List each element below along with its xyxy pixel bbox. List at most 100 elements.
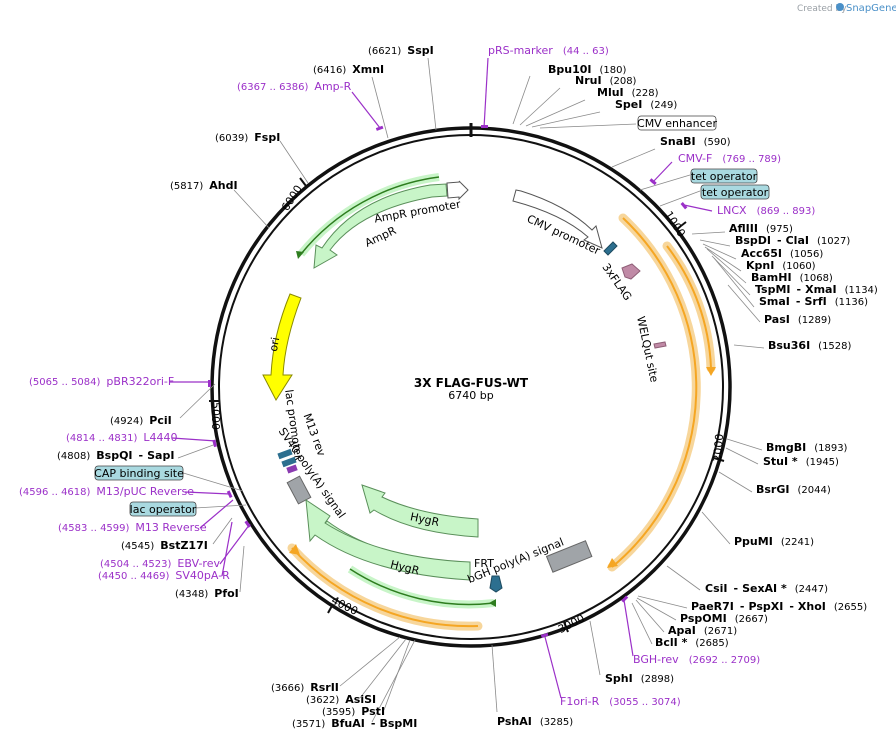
primer-m13-puc-reverse[interactable]: (4596 .. 4618)M13/pUC Reverse bbox=[19, 485, 194, 498]
primer-name: LNCX bbox=[717, 204, 747, 217]
frt-label[interactable]: FRT bbox=[474, 557, 494, 570]
site-spe-i[interactable]: SpeI(249) bbox=[615, 98, 677, 111]
primer-f1ori-r[interactable]: F1ori-R(3055 .. 3074) bbox=[560, 695, 681, 708]
primer-cmv-f[interactable]: CMV-F(769 .. 789) bbox=[678, 152, 781, 165]
lac-operator-marker[interactable] bbox=[277, 448, 293, 460]
primer-prs-marker[interactable]: pRS-marker(44 .. 63) bbox=[488, 44, 609, 57]
site-fsp-i[interactable]: (6039)FspI bbox=[215, 131, 280, 144]
orf-arc-2-arrowhead bbox=[706, 367, 716, 376]
site-bpu10-i[interactable]: Bpu10I(180) bbox=[548, 63, 626, 76]
primer-pbr322ori-f[interactable]: (5065 .. 5084)pBR322ori-F bbox=[29, 375, 174, 388]
enzyme-name: PaeR7I bbox=[691, 600, 734, 613]
ori-label[interactable]: ori bbox=[267, 336, 282, 352]
site-ssp-i[interactable]: (6621)SspI bbox=[368, 44, 434, 57]
primer-position: (869 .. 893) bbox=[757, 206, 816, 217]
site-ahd-i[interactable]: (5817)AhdI bbox=[170, 179, 238, 192]
site-bsu36-i[interactable]: Bsu36I(1528) bbox=[768, 339, 852, 352]
site-csi-i[interactable]: CsiI-SexAI *(2447) bbox=[705, 582, 828, 595]
site-bmgb-i[interactable]: BmgBI(1893) bbox=[766, 441, 848, 454]
cmv-promoter-feature[interactable] bbox=[512, 189, 603, 249]
site-stu-i[interactable]: StuI *(1945) bbox=[763, 455, 839, 468]
site-psha-i[interactable]: PshAI(3285) bbox=[497, 715, 573, 728]
primer-name: SV40pA-R bbox=[175, 569, 230, 582]
site-pci-i[interactable]: (4924)PciI bbox=[110, 414, 172, 427]
ampr-label[interactable]: AmpR bbox=[363, 224, 399, 250]
ori-feature[interactable] bbox=[262, 293, 302, 401]
hygr-feature-2[interactable] bbox=[361, 484, 479, 538]
enzyme-separator: - bbox=[740, 600, 745, 613]
welqut-site-feature[interactable] bbox=[653, 341, 667, 349]
primer-amp-r[interactable]: (6367 .. 6386)Amp-R bbox=[237, 80, 352, 93]
site-apa-i[interactable]: ApaI(2671) bbox=[668, 624, 737, 637]
site-sph-i[interactable]: SphI(2898) bbox=[605, 672, 674, 685]
site-position: (1136) bbox=[835, 297, 868, 308]
site-bfua-i[interactable]: (3571)BfuAI-BspMI bbox=[292, 717, 417, 730]
primer-l4440[interactable]: (4814 .. 4831)L4440 bbox=[66, 431, 178, 444]
primer-sv40pa-r[interactable]: (4450 .. 4469)SV40pA-R bbox=[98, 569, 230, 582]
site-position: (4924) bbox=[110, 416, 143, 427]
frt-feature[interactable] bbox=[489, 575, 503, 593]
site-pst-i[interactable]: (3595)PstI bbox=[322, 705, 385, 718]
site-tspm-i[interactable]: TspMI-XmaI(1134) bbox=[755, 283, 878, 296]
ampr-orf-arrowhead bbox=[296, 251, 304, 259]
primer-name: Amp-R bbox=[314, 80, 351, 93]
site-sma-i[interactable]: SmaI-SrfI(1136) bbox=[759, 295, 868, 308]
tet-operator-1-box[interactable]: tet operator bbox=[690, 168, 758, 184]
tick-label-2000: 2000 bbox=[711, 433, 726, 462]
lac-operator-box[interactable]: lac operator bbox=[129, 501, 197, 517]
hygr-1-label[interactable]: HygR bbox=[409, 510, 441, 529]
primer-position: (769 .. 789) bbox=[722, 154, 781, 165]
cap-binding-site-box[interactable]: CAP binding site bbox=[94, 465, 184, 481]
site-bspd-i[interactable]: BspDI-ClaI(1027) bbox=[735, 234, 850, 247]
welqut-site-label[interactable]: WELQut site bbox=[634, 315, 661, 384]
orf-arc-1-arrowhead bbox=[607, 558, 618, 568]
primer-lncx[interactable]: LNCX (869 .. 893) bbox=[717, 204, 815, 217]
site-pfo-i[interactable]: (4348)PfoI bbox=[175, 587, 239, 600]
primer-name: pRS-marker bbox=[488, 44, 553, 57]
site-position: (2685) bbox=[695, 638, 728, 649]
site-paer7-i[interactable]: PaeR7I-PspXI-XhoI(2655) bbox=[691, 600, 867, 613]
tet-operator-2-box[interactable]: tet operator bbox=[700, 184, 770, 200]
enzyme-name: ClaI bbox=[786, 234, 809, 247]
primer-ebv-rev[interactable]: (4504 .. 4523)EBV-rev bbox=[100, 557, 220, 570]
cap-site-marker[interactable] bbox=[281, 456, 297, 468]
site-kpn-i[interactable]: KpnI(1060) bbox=[746, 259, 816, 272]
hygr-feature[interactable] bbox=[305, 498, 471, 581]
site-position: (180) bbox=[600, 65, 627, 76]
enzyme-name: SmaI bbox=[759, 295, 790, 308]
site-afl-iii[interactable]: AflIII(975) bbox=[729, 222, 793, 235]
primer-bgh-rev[interactable]: BGH-rev(2692 .. 2709) bbox=[633, 653, 760, 666]
enzyme-name: XhoI bbox=[798, 600, 826, 613]
site-bstz17-i[interactable]: (4545)BstZ17I bbox=[121, 539, 208, 552]
site-mlu-i[interactable]: MluI(228) bbox=[597, 86, 659, 99]
enzyme-name: KpnI bbox=[746, 259, 774, 272]
site-xmn-i[interactable]: (6416)XmnI bbox=[313, 63, 384, 76]
site-bsrg-i[interactable]: BsrGI(2044) bbox=[756, 483, 831, 496]
site-pas-i[interactable]: PasI(1289) bbox=[764, 313, 831, 326]
cmv-enhancer-box[interactable]: CMV enhancer bbox=[637, 115, 717, 131]
site-bspq-i[interactable]: (4808)BspQI-SapI bbox=[57, 449, 174, 462]
ampr-feature[interactable] bbox=[313, 183, 448, 269]
3xflag-feature[interactable] bbox=[621, 263, 641, 280]
tet-operator-2-box-frame bbox=[700, 184, 770, 200]
site-acc65-i[interactable]: Acc65I(1056) bbox=[741, 247, 823, 260]
enzyme-name: BclI * bbox=[655, 636, 688, 649]
m13-rev-marker[interactable] bbox=[286, 464, 298, 474]
site-bcl-i[interactable]: BclI * (2685) bbox=[655, 636, 729, 649]
enzyme-separator: - bbox=[139, 449, 144, 462]
bgh-polya-feature[interactable] bbox=[545, 540, 593, 573]
hygr-orf-arrowhead bbox=[489, 599, 496, 607]
orf-arc-2 bbox=[666, 245, 712, 369]
site-position: (1893) bbox=[814, 443, 847, 454]
site-rsr-ii[interactable]: (3666)RsrII bbox=[271, 681, 339, 694]
3xflag-marker[interactable] bbox=[603, 241, 618, 256]
primer-m13-reverse[interactable]: (4583 .. 4599)M13 Reverse bbox=[58, 521, 207, 534]
site-asisi[interactable]: (3622)AsiSI bbox=[306, 693, 376, 706]
site-bamh-i[interactable]: BamHI(1068) bbox=[751, 271, 833, 284]
site-psp-omi[interactable]: PspOMI(2667) bbox=[680, 612, 768, 625]
ampr-promoter-feature[interactable] bbox=[446, 180, 469, 201]
site-sna-bi[interactable]: SnaBI(590) bbox=[660, 135, 731, 148]
site-nru-i[interactable]: NruI(208) bbox=[575, 74, 637, 87]
site-pp-umi[interactable]: PpuMI(2241) bbox=[734, 535, 814, 548]
sv40-polya-feature[interactable] bbox=[286, 475, 312, 505]
